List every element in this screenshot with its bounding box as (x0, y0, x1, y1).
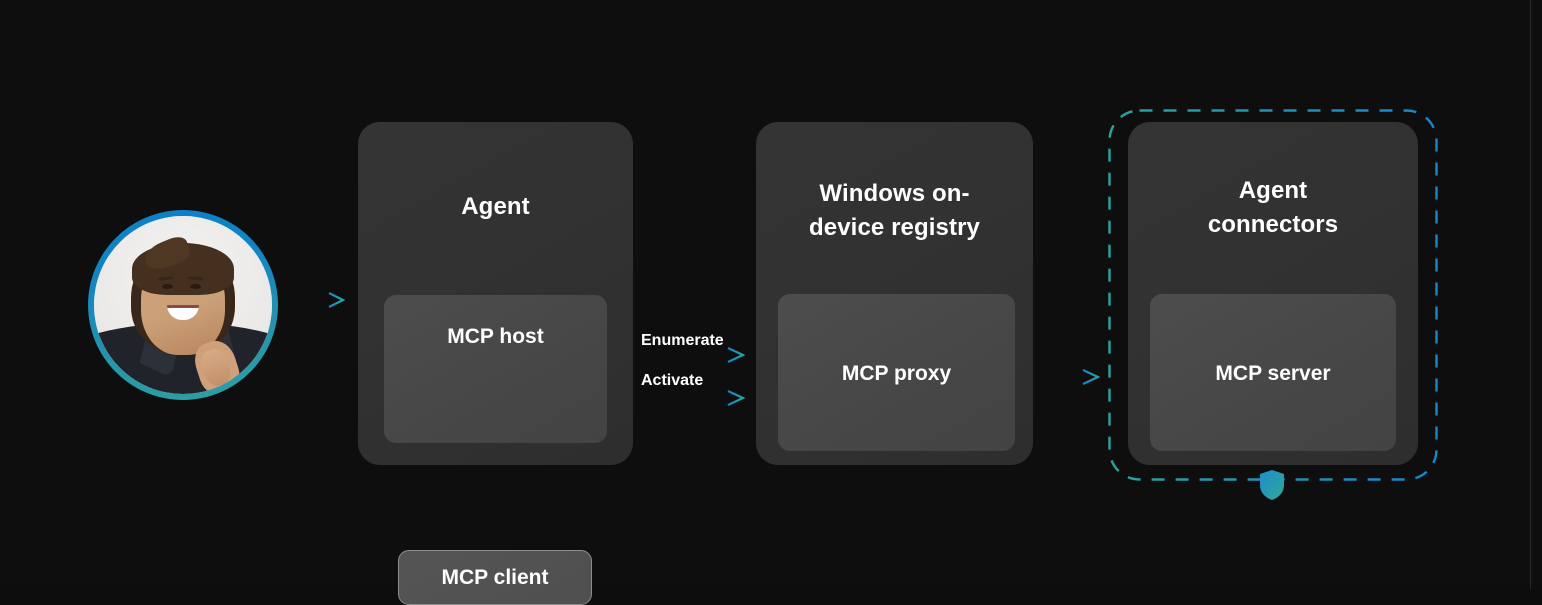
windows-registry-title: Windows on- device registry (778, 177, 1011, 245)
mcp-host-label: MCP host (447, 325, 544, 348)
agent-card[interactable]: Agent MCP host MCP client (358, 122, 633, 605)
arrow-user-to-agent (285, 292, 345, 308)
agent-connectors-title: Agent connectors (1146, 174, 1400, 242)
user-avatar-photo (94, 216, 272, 394)
arrow-activate (640, 390, 745, 406)
arrow-registry-to-connectors (1040, 369, 1100, 385)
connectors-title-line1: Agent (1238, 177, 1308, 204)
registry-title-line2: device registry (809, 214, 980, 241)
connectors-title-line2: connectors (1207, 211, 1339, 238)
mcp-proxy-label: MCP proxy (841, 362, 952, 385)
avatar-eye-right (190, 283, 202, 289)
mcp-host-panel[interactable]: MCP host MCP client (384, 295, 607, 605)
windows-registry-card[interactable]: Windows on- device registry MCP proxy (756, 122, 1033, 465)
mcp-server-label: MCP server (1215, 362, 1331, 385)
mcp-server-panel[interactable]: MCP server (1150, 294, 1396, 451)
arrow-enumerate (640, 347, 745, 363)
mcp-client-label: MCP client (441, 565, 549, 589)
flow-label-enumerate: Enumerate (641, 332, 724, 349)
agent-title: Agent (461, 193, 530, 220)
diagram-canvas: Agent MCP host MCP client Enumerate Acti… (0, 0, 1542, 589)
mcp-proxy-panel[interactable]: MCP proxy (778, 294, 1015, 451)
user-avatar (88, 210, 278, 400)
mcp-client-box[interactable]: MCP client (398, 550, 592, 605)
avatar-eye-left (161, 283, 173, 289)
flow-label-activate: Activate (641, 372, 704, 389)
registry-title-line1: Windows on- (819, 180, 970, 207)
avatar-smile (167, 305, 199, 320)
shield-icon (1260, 470, 1284, 500)
right-edge-divider (1530, 0, 1531, 589)
agent-connectors-card[interactable]: Agent connectors MCP server (1128, 122, 1418, 465)
